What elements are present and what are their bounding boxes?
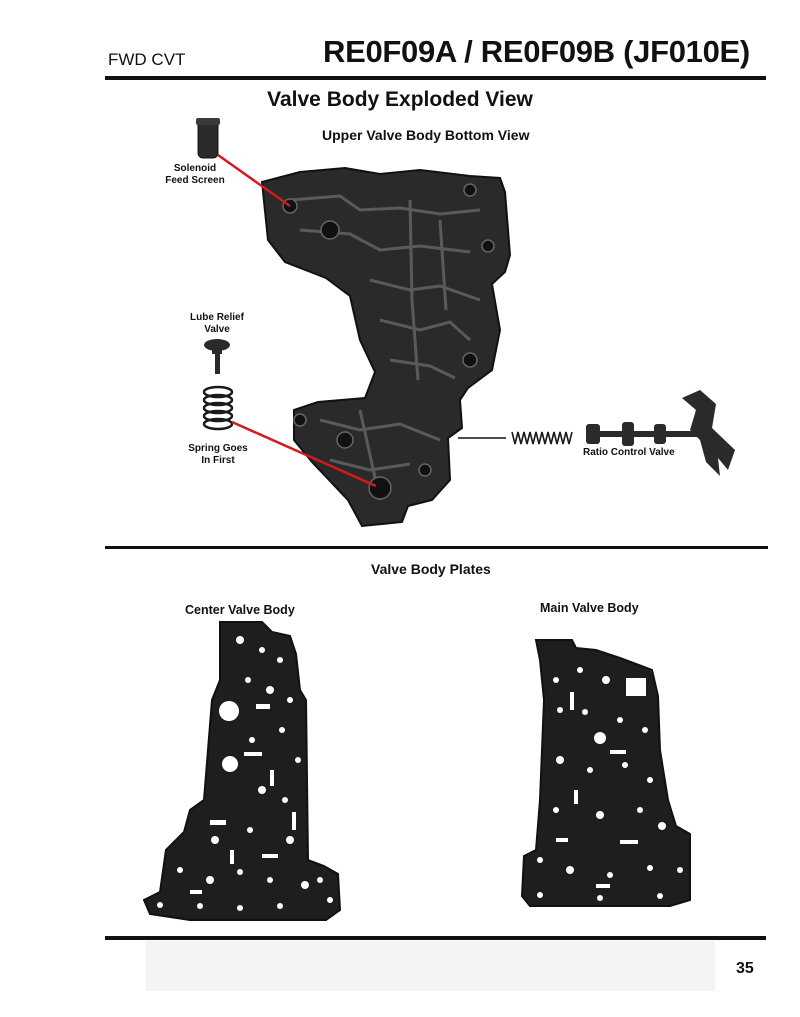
upper-valve-body-image <box>260 166 512 528</box>
model-title: RE0F09A / RE0F09B (JF010E) <box>323 34 750 69</box>
callout-spring-goes-in-first: Spring Goes In First <box>178 443 258 467</box>
callout-line-2: Feed Screen <box>165 175 225 186</box>
callout-lube-relief-valve: Lube Relief Valve <box>182 312 252 336</box>
page-title: Valve Body Exploded View <box>267 88 533 111</box>
main-valve-body-label: Main Valve Body <box>540 601 639 615</box>
header-left-label: FWD CVT <box>108 50 186 69</box>
ratio-control-spring-image <box>511 431 573 445</box>
spring-callout-line <box>231 420 377 488</box>
callout-line-1: Lube Relief <box>190 312 244 323</box>
relief-valve-spring-image <box>202 385 234 431</box>
section-divider <box>105 546 768 549</box>
callout-solenoid-feed-screen: Solenoid Feed Screen <box>160 163 230 187</box>
plates-title: Valve Body Plates <box>371 561 491 577</box>
section-subtitle: Upper Valve Body Bottom View <box>322 127 530 143</box>
ratio-control-valve-image <box>586 390 735 476</box>
callout-line-1: Spring Goes <box>188 443 248 454</box>
footer-rule <box>105 936 766 940</box>
page-number: 35 <box>736 960 754 977</box>
callout-line-2: In First <box>201 455 235 466</box>
header-rule <box>105 76 766 80</box>
valve-body-exploded-illustration <box>196 118 735 528</box>
solenoid-callout-line <box>217 153 291 208</box>
callout-line-1: Solenoid <box>173 163 217 174</box>
footer-band <box>146 941 715 991</box>
callout-ratio-control-valve: Ratio Control Valve <box>583 447 675 458</box>
center-valve-body-label: Center Valve Body <box>185 603 295 617</box>
callout-line-2: Valve <box>204 324 230 335</box>
lube-relief-valve-image <box>204 339 230 374</box>
